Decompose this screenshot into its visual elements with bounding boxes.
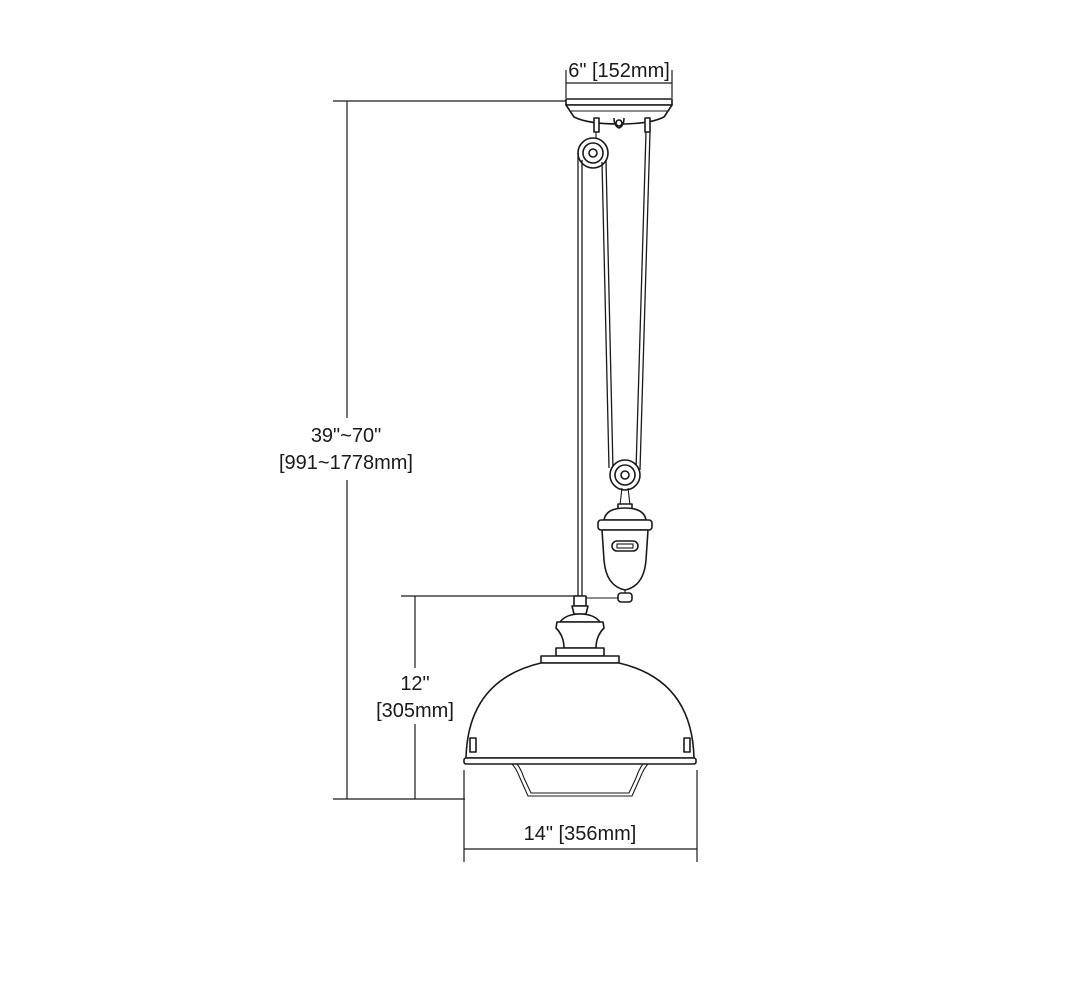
canopy-width-label: 6" [152mm] [568, 60, 670, 82]
canopy-width-dimension: 6" [152mm] [565, 60, 673, 98]
counterweight [597, 503, 653, 603]
overall-height-dimension: 39"~70" [991~1778mm] [262, 100, 566, 800]
cables [577, 131, 651, 596]
shade-width-label: 14" [356mm] [524, 823, 637, 845]
shade-height-dimension: 12" [305mm] [362, 595, 580, 799]
overall-height-label-line2: [991~1778mm] [279, 452, 413, 474]
ceiling-canopy [565, 98, 673, 133]
lamp-shade [463, 662, 697, 797]
shade-height-label-line1: 12" [400, 673, 429, 695]
overall-height-label-line1: 39"~70" [311, 425, 381, 447]
counterweight-pulley [609, 459, 641, 506]
shade-height-label-line2: [305mm] [376, 700, 454, 722]
shade-width-dimension: 14" [356mm] [463, 770, 698, 862]
lamp-neck [540, 595, 620, 664]
top-pulley [577, 132, 609, 169]
